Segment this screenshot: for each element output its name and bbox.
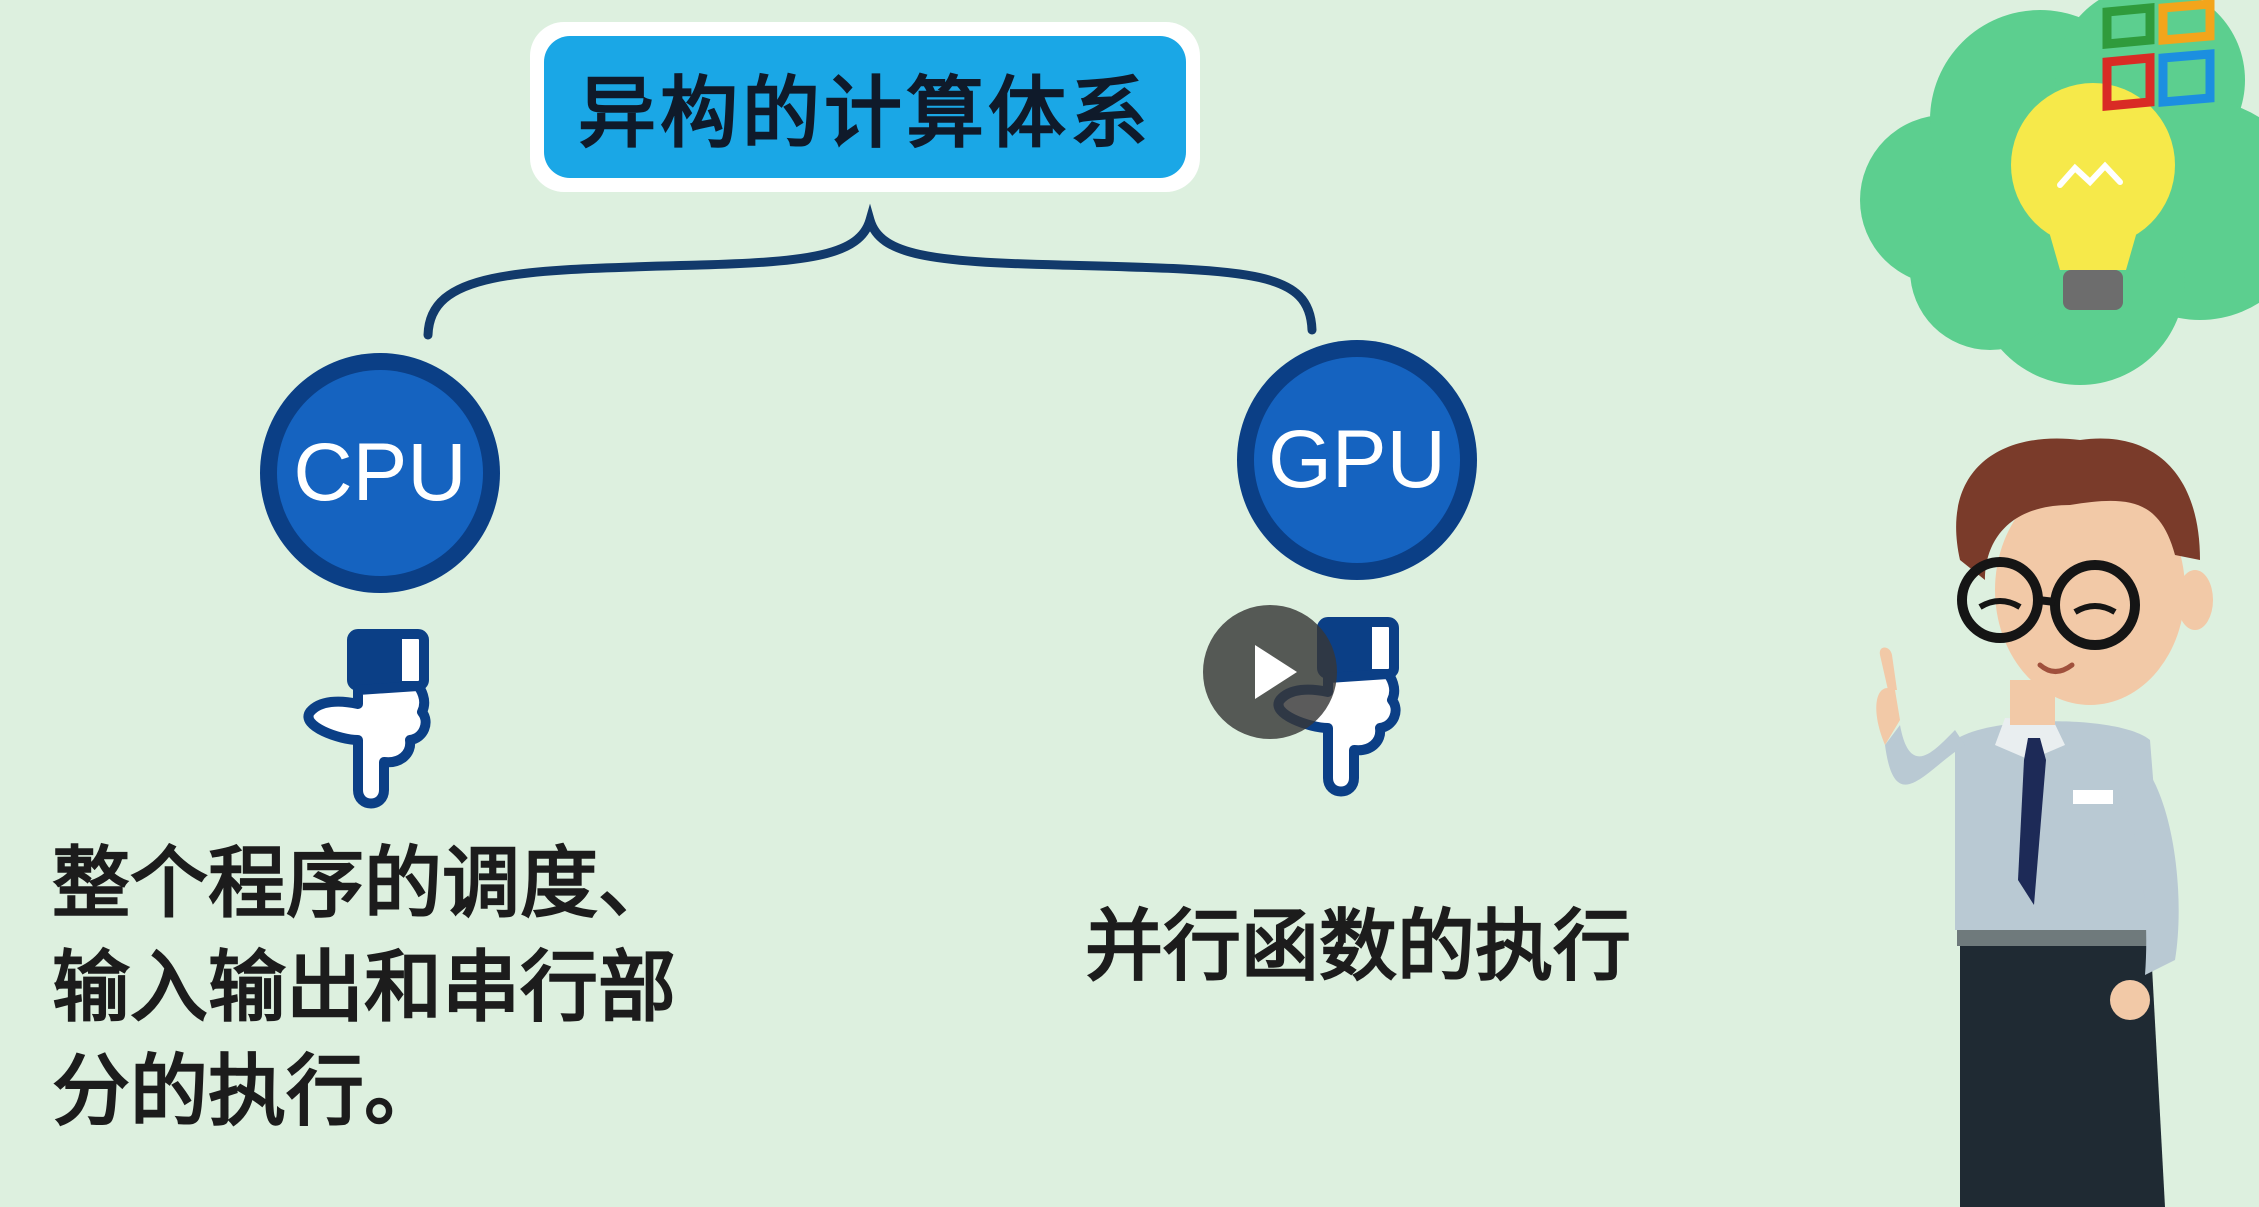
lightbulb-icon <box>2011 83 2175 310</box>
window-logo-icon <box>2102 0 2215 111</box>
title-box: 异构的计算体系 <box>530 22 1200 192</box>
cpu-description-line: 输入输出和串行部 <box>52 943 677 1033</box>
curly-brace-icon <box>423 203 1317 340</box>
presenter-illustration <box>1876 438 2213 1207</box>
play-button[interactable] <box>1203 605 1337 739</box>
play-icon <box>1255 645 1297 699</box>
gpu-label: GPU <box>1254 357 1460 563</box>
title-fill: 异构的计算体系 <box>544 36 1186 178</box>
cpu-node: CPU <box>260 353 500 593</box>
gpu-description: 并行函数的执行 <box>1085 895 1785 999</box>
pointing-hand-icon <box>303 629 431 809</box>
gpu-description-line: 并行函数的执行 <box>1085 902 1632 992</box>
cpu-description-line: 整个程序的调度、 <box>52 839 677 929</box>
cpu-description: 整个程序的调度、 输入输出和串行部 分的执行。 <box>52 832 752 1144</box>
diagram-title: 异构的计算体系 <box>577 69 1152 159</box>
cpu-description-line: 分的执行。 <box>52 1047 443 1137</box>
cpu-label: CPU <box>277 370 483 576</box>
gpu-node: GPU <box>1237 340 1477 580</box>
